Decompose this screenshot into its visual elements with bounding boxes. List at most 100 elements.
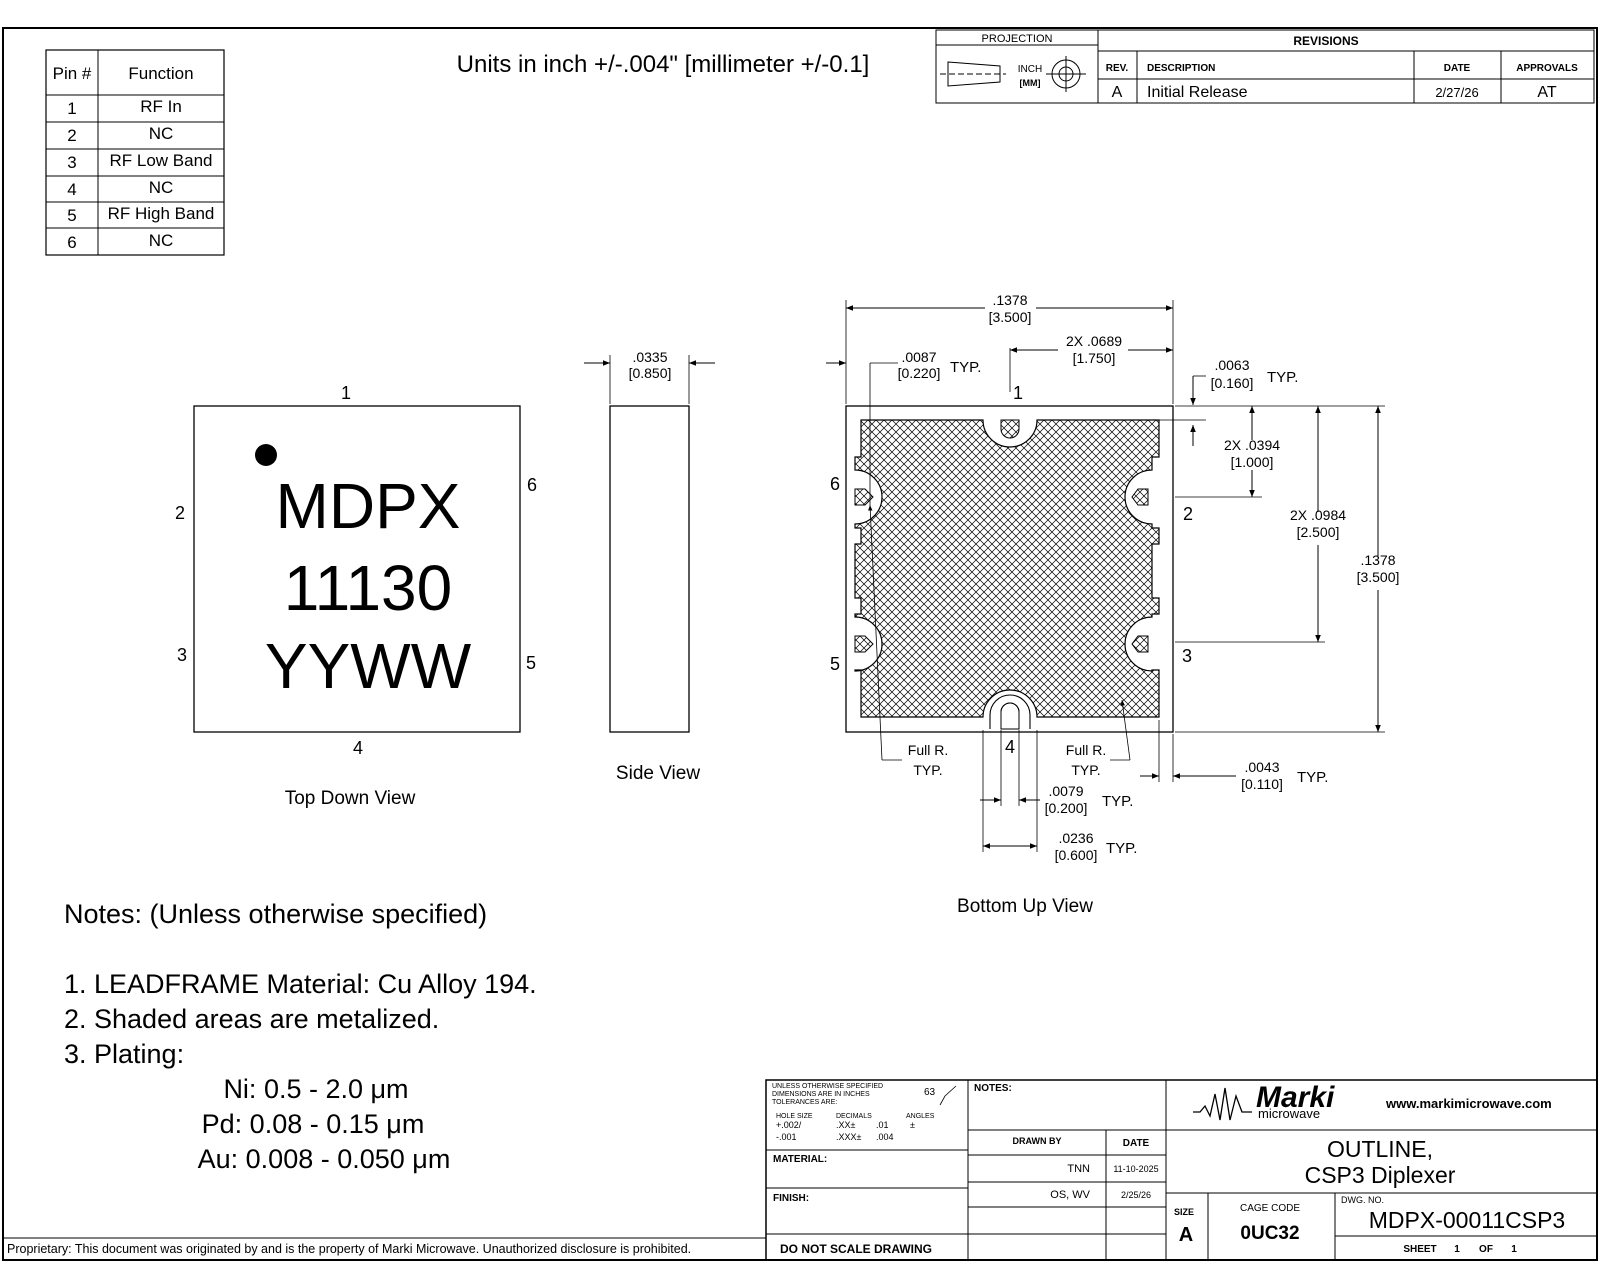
plating-au: Au: 0.008 - 0.050 μm xyxy=(198,1144,451,1174)
dim-pitch1-mm: [1.000] xyxy=(1231,454,1274,470)
bottom-up-view: 1 2 3 4 5 6 .1378 [3.500] 2X .0689 [1.75… xyxy=(826,292,1399,917)
pad-pin5 xyxy=(854,635,874,653)
bottom-pin-label: 2 xyxy=(1183,504,1193,524)
surface-finish-value: 63 xyxy=(924,1087,936,1098)
plating-ni: Ni: 0.5 - 2.0 μm xyxy=(223,1074,408,1104)
plating-pd: Pd: 0.08 - 0.15 μm xyxy=(202,1109,425,1139)
dim-pad-offset-in: .0063 xyxy=(1214,357,1249,373)
size-label: SIZE xyxy=(1174,1207,1194,1217)
dim-width-mm: [3.500] xyxy=(989,309,1032,325)
cage-code-label: CAGE CODE xyxy=(1240,1203,1300,1214)
tolerance-value: ± xyxy=(910,1120,915,1130)
dim-pitch1-in: 2X .0394 xyxy=(1224,437,1280,453)
revisions-table: REVISIONS REV. DESCRIPTION DATE APPROVAL… xyxy=(1097,29,1595,104)
marking-line-2: 11130 xyxy=(284,552,452,624)
notes-label: NOTES: xyxy=(974,1083,1012,1094)
tolerance-line: TOLERANCES ARE: xyxy=(772,1099,837,1106)
tolerance-header: HOLE SIZE xyxy=(776,1113,813,1120)
company-name: Marki xyxy=(1256,1081,1335,1114)
top-pin-label: 1 xyxy=(341,383,351,403)
tolerance-value: +.002/ xyxy=(776,1120,802,1130)
dim-pad-width-in: .0236 xyxy=(1058,830,1093,846)
marking-line-3: YYWW xyxy=(265,630,472,702)
pin-table-pin: 6 xyxy=(67,233,76,252)
tolerance-value: .XXX± xyxy=(836,1132,862,1142)
top-view-caption: Top Down View xyxy=(285,788,416,809)
material-label: MATERIAL: xyxy=(773,1154,827,1165)
dim-corner-in: .0043 xyxy=(1244,759,1279,775)
dim-slot-in: .0079 xyxy=(1048,783,1083,799)
surface-finish-icon xyxy=(939,1085,957,1106)
dim-edge-in: .0087 xyxy=(901,349,936,365)
notes-section: Notes: (Unless otherwise specified) 1. L… xyxy=(64,899,537,1174)
full-r-left-typ: TYP. xyxy=(913,762,942,778)
dim-edge-mm: [0.220] xyxy=(898,365,941,381)
top-view-body xyxy=(193,405,521,733)
title-block: UNLESS OTHERWISE SPECIFIED DIMENSIONS AR… xyxy=(765,1079,1598,1261)
full-r-left-label: Full R. xyxy=(908,742,948,758)
revisions-title: REVISIONS xyxy=(1293,34,1358,48)
dim-pitch2-in: 2X .0984 xyxy=(1290,507,1346,523)
bottom-pin-label: 3 xyxy=(1182,646,1192,666)
dim-pitch2-mm: [2.500] xyxy=(1297,524,1340,540)
tolerance-header: ANGLES xyxy=(906,1113,935,1120)
pin-table-function: RF In xyxy=(140,97,182,116)
drawn-by-name: TNN xyxy=(1067,1163,1090,1175)
do-not-scale-label: DO NOT SCALE DRAWING xyxy=(780,1242,932,1256)
side-thickness-in: .0335 xyxy=(632,349,667,365)
size-value: A xyxy=(1179,1224,1193,1246)
revisions-header-description: DESCRIPTION xyxy=(1147,63,1215,74)
full-r-right-label: Full R. xyxy=(1066,742,1106,758)
dim-slot-typ: TYP. xyxy=(1102,793,1133,810)
marking-line-1: MDPX xyxy=(276,470,461,542)
units-note: Units in inch +/-.004" [millimeter +/-0.… xyxy=(457,51,870,78)
dim-width-in: .1378 xyxy=(992,292,1027,308)
side-view-body xyxy=(609,405,690,733)
tolerance-line: UNLESS OTHERWISE SPECIFIED xyxy=(772,1083,883,1090)
pin-table-pin: 5 xyxy=(67,206,76,225)
pin-table-function: RF Low Band xyxy=(110,151,213,170)
dim-half-in: 2X .0689 xyxy=(1066,333,1122,349)
pin-table-function: NC xyxy=(149,178,174,197)
bottom-pin-label: 1 xyxy=(1013,383,1023,403)
pad-pin2 xyxy=(1131,488,1149,506)
tolerance-header: DECIMALS xyxy=(836,1113,872,1120)
note-item: 3. Plating: xyxy=(64,1039,184,1069)
dwg-no-label: DWG. NO. xyxy=(1341,1195,1384,1205)
revision-description: Initial Release xyxy=(1147,84,1248,101)
dim-pad-offset-typ: TYP. xyxy=(1267,369,1298,386)
top-pin-label: 3 xyxy=(177,645,187,665)
dim-half-mm: [1.750] xyxy=(1073,350,1116,366)
pin-table: Pin # Function 1 RF In 2 NC 3 RF Low Ban… xyxy=(45,49,225,256)
pin1-indicator-dot xyxy=(255,444,277,466)
pin-table-pin: 1 xyxy=(67,99,76,118)
cage-code-value: 0UC32 xyxy=(1240,1223,1299,1244)
projection-title: PROJECTION xyxy=(982,33,1053,45)
revision-rev: A xyxy=(1112,84,1123,101)
bottom-view-body xyxy=(845,405,1174,733)
note-item: 1. LEADFRAME Material: Cu Alloy 194. xyxy=(64,969,537,999)
bottom-pin-label: 6 xyxy=(830,474,840,494)
side-view-caption: Side View xyxy=(616,763,700,784)
sheet-label: SHEET xyxy=(1403,1244,1436,1255)
full-r-right-typ: TYP. xyxy=(1071,762,1100,778)
side-view: .0335 [0.850] Side View xyxy=(584,349,715,784)
tolerance-value: .XX± xyxy=(836,1120,856,1130)
bottom-pin-label: 5 xyxy=(830,654,840,674)
pad-pin3 xyxy=(1131,635,1149,653)
bottom-view-caption: Bottom Up View xyxy=(957,896,1093,917)
note-item: 2. Shaded areas are metalized. xyxy=(64,1004,439,1034)
top-pin-label: 4 xyxy=(353,738,363,758)
pad-pin6 xyxy=(854,488,874,506)
bottom-pin-label: 4 xyxy=(1005,737,1015,757)
drawn-by-label: DRAWN BY xyxy=(1013,1136,1062,1146)
dim-height-in: .1378 xyxy=(1360,552,1395,568)
pin-table-pin: 4 xyxy=(67,180,76,199)
dim-pad-offset-mm: [0.160] xyxy=(1211,375,1254,391)
drawing-title-line2: CSP3 Diplexer xyxy=(1305,1162,1456,1188)
finish-label: FINISH: xyxy=(773,1193,809,1204)
projection-unit-inch: INCH xyxy=(1018,64,1042,75)
dim-edge-typ: TYP. xyxy=(950,359,981,376)
sheet-of-label: OF xyxy=(1479,1244,1493,1255)
projection-unit-mm: [MM] xyxy=(1020,78,1041,88)
